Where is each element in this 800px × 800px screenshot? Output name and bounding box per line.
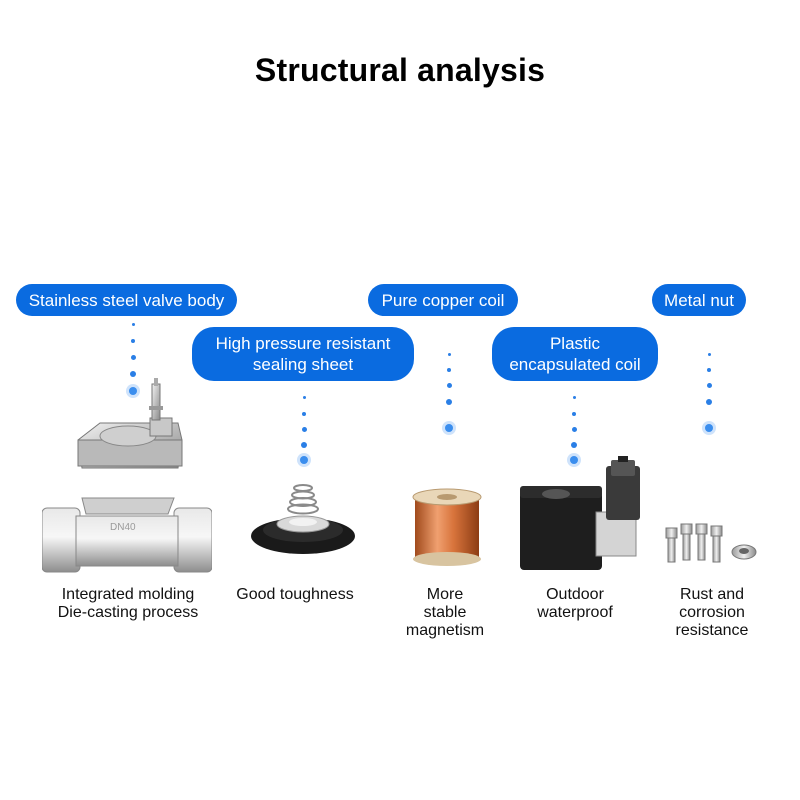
caption-coil-line1: Outdoor	[546, 586, 604, 603]
caption-copper-line3: magnetism	[405, 622, 485, 639]
caption-sealing: Good toughness	[220, 586, 370, 604]
solenoid-coil-image	[516, 456, 651, 576]
label-metal-nut: Metal nut	[652, 284, 746, 316]
label-copper-coil-text: Pure copper coil	[381, 290, 505, 310]
label-encapsulated-coil-line2: encapsulated coil	[509, 355, 641, 374]
label-sealing-sheet: High pressure resistant sealing sheet	[192, 327, 414, 381]
svg-text:DN40: DN40	[110, 522, 136, 533]
page-title: Structural analysis	[254, 52, 546, 88]
caption-copper: More stable magnetism	[390, 586, 500, 640]
diaphragm-spring-image	[248, 480, 358, 560]
copper-wire-spool-image	[407, 487, 487, 567]
bolts-and-nut-image	[660, 520, 760, 568]
label-sealing-sheet-line1: High pressure resistant	[215, 334, 391, 353]
caption-coil: Outdoor waterproof	[515, 586, 635, 622]
caption-nut-line3: resistance	[675, 622, 749, 639]
caption-copper-line2: stable	[423, 604, 467, 621]
caption-valve-line2: Die-casting process	[57, 604, 199, 621]
caption-nut-line2: corrosion	[679, 604, 745, 621]
caption-sealing-line1: Good toughness	[236, 586, 354, 603]
label-valve-body: Stainless steel valve body	[16, 284, 237, 316]
caption-coil-line2: waterproof	[537, 604, 613, 621]
valve-cover-image	[70, 378, 190, 478]
label-encapsulated-coil: Plastic encapsulated coil	[492, 327, 658, 381]
label-metal-nut-text: Metal nut	[664, 290, 734, 310]
caption-nut: Rust and corrosion resistance	[652, 586, 772, 640]
caption-valve-line1: Integrated molding	[61, 586, 195, 603]
label-copper-coil: Pure copper coil	[368, 284, 518, 316]
label-valve-body-text: Stainless steel valve body	[28, 290, 225, 310]
label-sealing-sheet-line2: sealing sheet	[252, 355, 354, 374]
caption-nut-line1: Rust and	[679, 586, 745, 603]
valve-body-image: DN40	[42, 492, 212, 578]
label-encapsulated-coil-line1: Plastic	[549, 334, 601, 353]
caption-copper-line1: More	[426, 586, 464, 603]
caption-valve: Integrated molding Die-casting process	[38, 586, 218, 622]
